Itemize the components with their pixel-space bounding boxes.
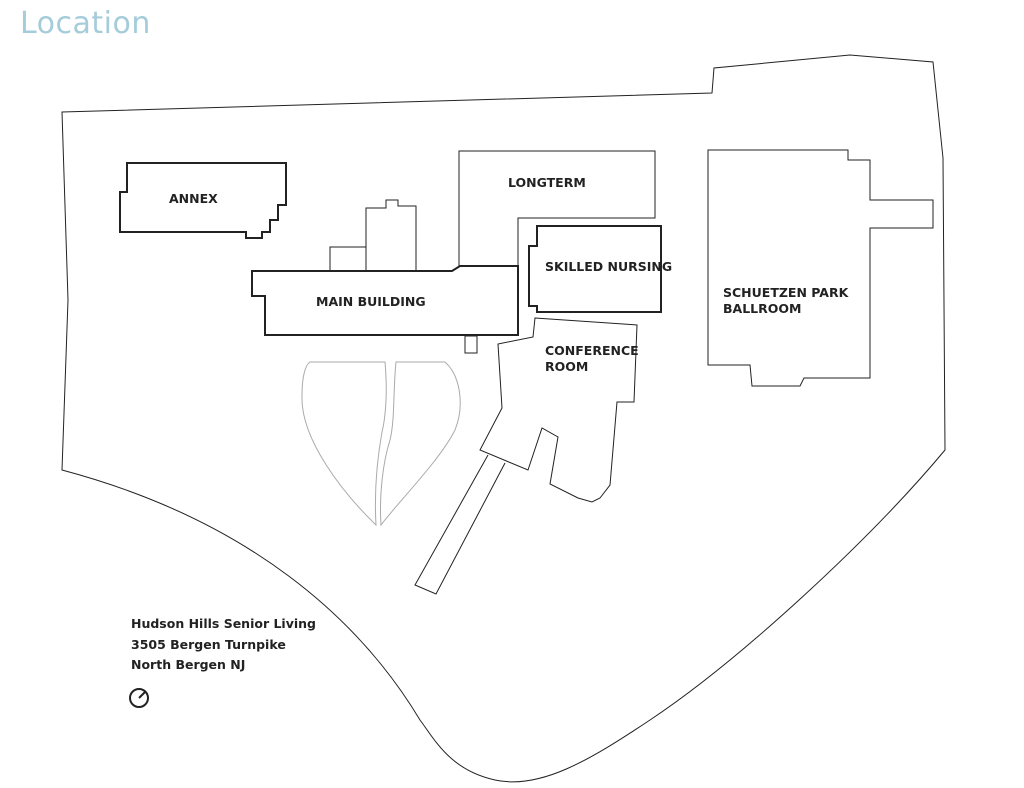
schuetzen-park-label-line2: BALLROOM xyxy=(723,301,801,316)
annex-label: ANNEX xyxy=(169,191,218,206)
main-building-label: MAIN BUILDING xyxy=(316,294,426,309)
compass-icon xyxy=(129,688,149,708)
address-street: 3505 Bergen Turnpike xyxy=(131,636,286,652)
walkway xyxy=(414,454,506,595)
main-building xyxy=(251,265,519,336)
address-name: Hudson Hills Senior Living xyxy=(131,616,316,631)
main-building-porch xyxy=(329,246,366,270)
conference-room-label-line1: CONFERENCE xyxy=(545,343,639,358)
main-building-step xyxy=(464,335,478,354)
longterm-label: LONGTERM xyxy=(508,175,586,190)
longterm-building xyxy=(458,150,656,266)
address-city: North Bergen NJ xyxy=(131,657,246,672)
main-building-annex-wing xyxy=(365,199,417,270)
page-title: Location xyxy=(20,6,151,41)
skilled-nursing-label: SKILLED NURSING xyxy=(545,259,672,274)
conference-room-label-line2: ROOM xyxy=(545,359,588,374)
skilled-nursing-building xyxy=(528,225,662,313)
walking-path-right xyxy=(379,361,461,527)
annex-building xyxy=(119,162,287,239)
schuetzen-park-ballroom-building xyxy=(707,149,934,387)
property-boundary xyxy=(61,54,946,783)
conference-room-building xyxy=(479,317,638,503)
address-block: Hudson Hills Senior Living 3505 Bergen T… xyxy=(131,614,316,676)
walking-path-left xyxy=(301,361,387,527)
schuetzen-park-label-line1: SCHUETZEN PARK xyxy=(723,285,850,300)
